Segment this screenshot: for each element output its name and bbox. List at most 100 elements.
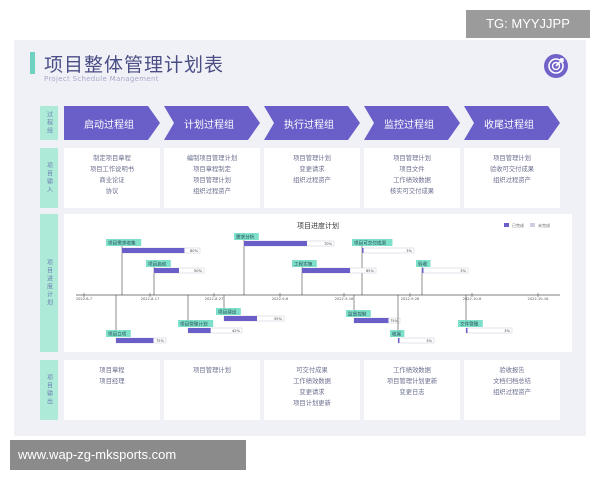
task-bar-done xyxy=(354,318,389,323)
phase-label: 监控过程组 xyxy=(384,119,434,131)
input-cell-1: 制定项目章程项目工作说明书商业论证协议 xyxy=(64,148,160,208)
task-label-tag xyxy=(234,233,259,240)
input-item: 组织过程资产 xyxy=(293,177,331,184)
task-bar-done xyxy=(302,268,351,273)
task-name: 验收 xyxy=(418,260,428,267)
row-label-input: 项目输入 xyxy=(40,148,58,208)
page-subtitle: Project Schedule Management xyxy=(44,75,159,83)
row-label-output: 项目输出 xyxy=(40,360,58,420)
output-item: 验收报告 xyxy=(499,367,525,374)
task-percent: 42% xyxy=(232,329,241,333)
task-label-tag xyxy=(178,320,214,327)
legend-label: 已完成 xyxy=(512,222,524,228)
output-cell-5: 验收报告文档归档总结组织过程资产 xyxy=(464,360,560,420)
axis-tick-label: 2022-8-7 xyxy=(76,297,92,301)
task-label-tag xyxy=(346,310,371,317)
phase-label: 启动过程组 xyxy=(84,119,134,131)
axis-tick-label: 2022-9-16 xyxy=(335,297,354,301)
task-bar-done xyxy=(398,338,400,343)
task-name: 项目可交付成果 xyxy=(354,239,387,246)
legend-swatch-todo xyxy=(530,223,535,227)
task-name: 工程实施 xyxy=(294,260,313,267)
legend-swatch-done xyxy=(504,223,509,227)
axis-tick-label: 2022-10-16 xyxy=(528,297,550,301)
input-item: 项目章程制定 xyxy=(193,166,231,173)
input-item: 工作绩效数据 xyxy=(393,177,431,184)
task-bar-done xyxy=(188,328,211,333)
task-label-tag xyxy=(106,239,142,246)
input-item: 变更请求 xyxy=(299,166,325,173)
output-item: 可交付成果 xyxy=(296,367,328,374)
title-accent-bar xyxy=(30,52,35,74)
input-item: 验收可交付成果 xyxy=(489,166,535,173)
output-item: 文档归档总结 xyxy=(493,378,531,385)
input-item: 制定项目章程 xyxy=(93,155,131,162)
task-label-tag xyxy=(458,320,483,327)
input-item: 项目工作说明书 xyxy=(89,166,135,173)
task-percent: 75% xyxy=(390,319,399,323)
row-label-process: 过程组 xyxy=(40,106,58,140)
task-percent: 65% xyxy=(366,269,375,273)
axis-tick-label: 2022-9-26 xyxy=(401,297,420,301)
task-label-tag xyxy=(146,260,171,267)
output-cell-4: 工作绩效数据项目管理计划更新变更日志 xyxy=(364,360,460,420)
input-cell-3: 项目管理计划变更请求组织过程资产 xyxy=(264,148,360,208)
input-item: 项目管理计划 xyxy=(393,155,431,162)
output-cell-1: 项目章程项目经理 xyxy=(64,360,160,420)
input-item: 编制项目管理计划 xyxy=(186,155,238,162)
task-name: 收尾 xyxy=(392,330,402,337)
output-item: 项目经理 xyxy=(99,378,125,385)
phase-label: 收尾过程组 xyxy=(484,119,534,131)
input-item: 项目管理计划 xyxy=(493,155,531,162)
output-item: 变更请求 xyxy=(299,389,325,396)
phase-chevron-5: 收尾过程组 xyxy=(464,106,560,140)
task-label-tag xyxy=(106,330,131,337)
task-bar-done xyxy=(244,241,307,246)
input-item: 项目管理计划 xyxy=(193,177,231,184)
task-bar-done xyxy=(116,338,154,343)
phase-label: 计划过程组 xyxy=(184,119,234,131)
task-bar-done xyxy=(362,248,364,253)
task-label-tag xyxy=(216,308,241,315)
input-cell-4: 项目管理计划项目文件工作绩效数据核实可交付成果 xyxy=(364,148,460,208)
task-percent: 3% xyxy=(460,269,466,273)
output-cell-2: 项目管理计划 xyxy=(164,360,260,420)
axis-tick-label: 2022-9-6 xyxy=(272,297,289,301)
task-percent: 3% xyxy=(504,329,510,333)
task-name: 项目立项 xyxy=(108,330,127,337)
task-name: 项目启动 xyxy=(148,260,167,267)
task-bar-done xyxy=(122,248,185,253)
output-item: 变更日志 xyxy=(399,389,425,396)
input-item: 协议 xyxy=(105,188,119,195)
task-percent: 55% xyxy=(274,317,283,321)
task-label-tag xyxy=(352,239,393,246)
output-item: 项目管理计划 xyxy=(193,367,231,374)
output-item: 项目计划更新 xyxy=(293,400,331,407)
input-item: 组织过程资产 xyxy=(493,177,531,184)
task-bar-done xyxy=(154,268,179,273)
task-name: 项目需求收集 xyxy=(108,239,136,246)
task-name: 监督控制 xyxy=(348,310,367,317)
row-label-schedule: 项目进度计划 xyxy=(40,214,58,352)
task-percent: 80% xyxy=(190,249,199,253)
input-cell-2: 编制项目管理计划项目章程制定项目管理计划组织过程资产 xyxy=(164,148,260,208)
input-cell-5: 项目管理计划验收可交付成果组织过程资产 xyxy=(464,148,560,208)
input-item: 组织过程资产 xyxy=(193,188,231,195)
output-item: 项目章程 xyxy=(99,367,125,374)
output-item: 组织过程资产 xyxy=(493,389,531,396)
phase-chevron-1: 启动过程组 xyxy=(64,106,160,140)
output-item: 工作绩效数据 xyxy=(393,367,431,374)
input-item: 项目文件 xyxy=(399,166,425,173)
page-title: 项目整体管理计划表 xyxy=(44,54,225,76)
output-item: 工作绩效数据 xyxy=(293,378,331,385)
task-bar-done xyxy=(466,328,468,333)
task-percent: 3% xyxy=(426,339,432,343)
chart-title: 项目进度计划 xyxy=(297,221,339,230)
task-label-tag xyxy=(416,260,431,267)
overlay-tag: TG: MYYJJPP xyxy=(466,10,590,38)
axis-tick-label: 2022-10-6 xyxy=(463,297,482,301)
task-name: 项目建设 xyxy=(218,308,237,315)
